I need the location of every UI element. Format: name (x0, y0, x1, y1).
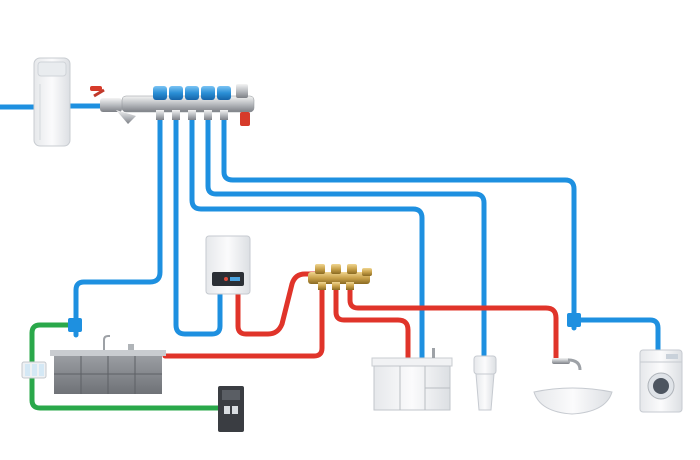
manifold-icon (308, 264, 372, 290)
pipe-to-washing-machine (571, 317, 661, 353)
softener-tank-icon (33, 57, 71, 147)
hot-pipe-to-basin (347, 285, 559, 363)
pipe-to-basin (221, 109, 577, 331)
hot-pipe-to-vanity (333, 285, 411, 361)
purified-water-pipes (29, 322, 221, 411)
washing-machine-icon (639, 349, 683, 413)
cold-water-pipes (0, 103, 661, 363)
pipe-to-toilet (205, 109, 487, 363)
pipe-to-water-heater (173, 109, 223, 337)
toilet-icon (473, 355, 497, 411)
manifold-icon (90, 84, 255, 126)
kitchen-tee-fitting (68, 318, 82, 332)
kitchen-cabinet-icon (50, 335, 166, 394)
hot-pipe-to-kitchen (162, 285, 325, 359)
pipe-to-kitchen (73, 109, 163, 338)
pipe-to-dispenser (29, 375, 221, 411)
water-heater-icon (205, 235, 251, 295)
pipe-to-purifier (29, 322, 73, 365)
pipe-to-vanity (189, 109, 425, 361)
water-dispenser-icon (218, 386, 244, 432)
purifier-filter-icon (21, 361, 47, 379)
hot-water-pipes (162, 271, 559, 363)
wash-basin-icon (533, 358, 613, 415)
heater-to-manifold-pipe (235, 271, 323, 337)
vanity-cabinet-icon (371, 348, 453, 411)
basin-tee-fitting (567, 313, 581, 327)
